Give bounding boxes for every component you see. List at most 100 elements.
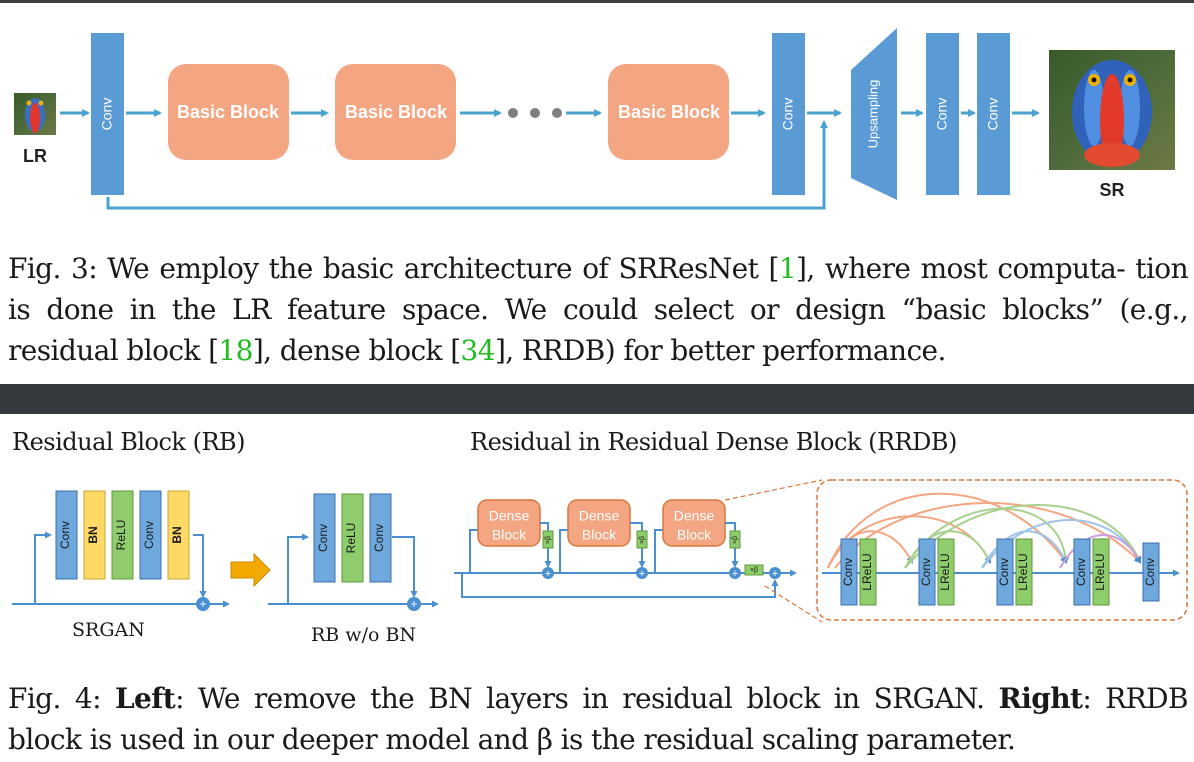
conv-label: Conv — [997, 558, 1011, 586]
add-node — [542, 567, 554, 579]
zoom-connector — [764, 585, 823, 623]
fig3-caption: Fig. 3: We employ the basic architecture… — [8, 248, 1189, 371]
conv-layer — [369, 493, 392, 583]
caption-text: Fig. 3: We employ the basic architecture… — [8, 252, 779, 285]
caption-bold: Left — [114, 682, 176, 715]
page-separator — [0, 384, 1194, 414]
relu-label: ReLU — [344, 523, 358, 554]
conv-label: Conv — [99, 98, 115, 131]
citation-link[interactable]: 34 — [460, 334, 496, 367]
conv-label: Conv — [142, 521, 156, 549]
bn-layer — [83, 490, 106, 580]
add-node — [196, 597, 210, 611]
sr-label: SR — [1099, 180, 1124, 200]
add-node — [407, 597, 421, 611]
basic-block-2 — [335, 64, 456, 160]
sr-image — [1049, 50, 1175, 170]
fig4-caption: Fig. 4: Left: We remove the BN layers in… — [8, 678, 1189, 760]
beta-scale — [542, 530, 554, 549]
branch-line — [287, 533, 309, 604]
add-node — [636, 567, 648, 579]
conv-block-first — [91, 33, 124, 195]
conv-layer — [840, 538, 858, 606]
branch-line — [559, 529, 568, 573]
rb-wo-bn-label: RB w/o BN — [311, 624, 417, 646]
caption-text: : We remove the BN layers in residual bl… — [175, 682, 999, 715]
lrelu-layer — [1092, 538, 1110, 606]
citation-link[interactable]: 1 — [778, 252, 797, 285]
branch-line — [34, 531, 52, 604]
block-label: Block — [492, 527, 527, 543]
conv-layer — [1142, 542, 1160, 602]
upsampling-label: Upsampling — [865, 80, 880, 149]
conv-label: Conv — [985, 98, 1001, 131]
conv-label: Conv — [919, 558, 933, 586]
zoom-connector — [724, 479, 823, 501]
dense-connection — [827, 492, 1068, 569]
branch-line — [392, 536, 418, 598]
rb-title: Residual Block (RB) — [12, 428, 246, 456]
plus-glyph: + — [639, 568, 645, 580]
branch-line — [469, 529, 478, 573]
beta-label: ×β — [639, 536, 646, 544]
outer-skip — [461, 573, 779, 598]
conv-block-hr2 — [977, 33, 1010, 195]
conv-layer — [313, 493, 336, 583]
plus-glyph: + — [410, 597, 417, 611]
conv-label: Conv — [316, 524, 330, 552]
beta-scale — [636, 530, 648, 549]
conv-block-hr1 — [926, 33, 959, 195]
dense-label: Dense — [489, 508, 530, 524]
conv-label: Conv — [1143, 558, 1157, 586]
transform-arrow — [230, 552, 271, 588]
lrelu-layer — [937, 538, 955, 606]
caption-bold: Right — [998, 682, 1083, 715]
citation-link[interactable]: 18 — [218, 334, 253, 367]
dense-connection — [904, 504, 1142, 569]
dense-label: Dense — [674, 508, 715, 524]
dense-connection — [1059, 534, 1141, 569]
fig4-rrdb-diagram: Dense Block ×β + Dense Block ×β + Dense … — [454, 479, 1188, 623]
ellipsis-dot — [552, 108, 562, 118]
lrelu-label: LReLU — [1093, 553, 1107, 590]
plus-glyph: + — [772, 568, 778, 580]
basic-block-label: Basic Block — [618, 102, 721, 122]
dense-label: Dense — [579, 508, 620, 524]
ellipsis-dot — [530, 108, 540, 118]
upsampling-block — [851, 28, 897, 200]
rrdb-title: Residual in Residual Dense Block (RRDB) — [470, 428, 957, 456]
add-node — [729, 567, 741, 579]
bn-label: BN — [170, 526, 184, 543]
lr-label: LR — [23, 146, 47, 166]
conv-block-post — [772, 33, 805, 195]
ellipsis-dot — [508, 108, 518, 118]
basic-block-1 — [168, 64, 289, 160]
conv-label: Conv — [780, 98, 796, 131]
caption-text: : RRDB block is used in our deeper model… — [8, 682, 1189, 756]
bn-layer — [167, 490, 190, 580]
fig3-diagram: LR Conv Basic Block Basic Block Basic Bl… — [14, 28, 1175, 210]
lrelu-label: LReLU — [860, 553, 874, 590]
relu-layer — [341, 493, 364, 583]
top-border — [0, 0, 1194, 3]
basic-block-label: Basic Block — [345, 102, 448, 122]
conv-layer — [139, 490, 162, 580]
conv-label: Conv — [841, 558, 855, 586]
relu-layer — [111, 490, 134, 580]
plus-glyph: + — [732, 568, 738, 580]
conv-layer — [918, 538, 936, 606]
basic-block-n — [608, 64, 729, 160]
add-node — [769, 567, 781, 579]
relu-label: ReLU — [114, 520, 128, 551]
lrelu-layer — [859, 538, 877, 606]
conv-label: Conv — [372, 524, 386, 552]
block-label: Block — [677, 527, 712, 543]
caption-text: ], where most computa- tion is done in t… — [8, 252, 1189, 367]
conv-label: Conv — [1074, 558, 1088, 586]
beta-scale — [729, 530, 741, 549]
conv-label: Conv — [934, 98, 950, 131]
block-label: Block — [582, 527, 617, 543]
lrelu-label: LReLU — [1016, 553, 1030, 590]
caption-text: ], RRDB) for better performance. — [494, 334, 946, 367]
